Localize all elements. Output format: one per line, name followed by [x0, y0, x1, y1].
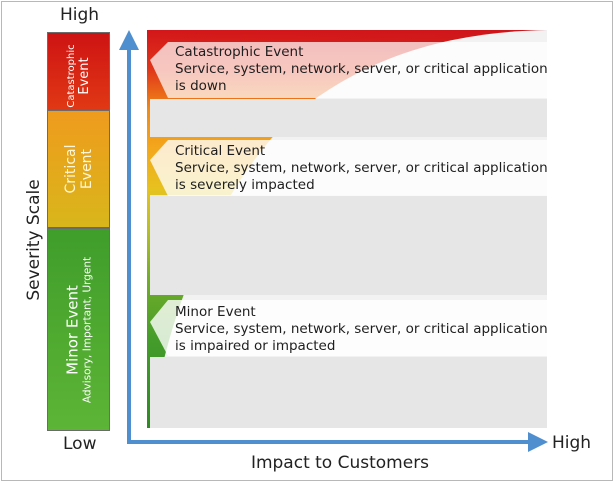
callout-critical — [150, 140, 547, 196]
x-axis-title: Impact to Customers — [250, 453, 430, 473]
callout-minor — [150, 300, 547, 356]
catastrophic-event-line2: is down — [175, 78, 227, 94]
band-2 — [150, 195, 547, 295]
catastrophic-event-title: Catastrophic Event — [175, 44, 304, 60]
critical-event-line1: Service, system, network, server, or cri… — [175, 160, 548, 176]
critical-event-line2: is severely impacted — [175, 177, 315, 193]
callout-catastrophic — [150, 42, 547, 98]
critical-event-description: Critical Event Service, system, network,… — [175, 143, 555, 194]
catastrophic-event-description: Catastrophic Event Service, system, netw… — [175, 44, 555, 95]
y-axis-low-label: Low — [63, 434, 97, 454]
minor-event-title: Minor Event — [175, 304, 256, 320]
x-axis-arrow — [127, 432, 548, 452]
catastrophic-event-line1: Service, system, network, server, or cri… — [175, 61, 548, 77]
y-axis-arrow — [119, 30, 139, 442]
y-axis-high-label: High — [60, 5, 100, 25]
severity-bar-minor: Minor Event Advisory, Important, Urgent — [47, 228, 110, 431]
minor-event-line1: Service, system, network, server, or cri… — [175, 321, 548, 337]
minor-event-description: Minor Event Service, system, network, se… — [175, 304, 555, 355]
minor-event-line2: is impaired or impacted — [175, 338, 336, 354]
severity-bar-catastrophic: Catastrophic Event — [47, 32, 110, 119]
severity-bar-critical: Critical Event — [47, 110, 110, 228]
x-axis-high-label: High — [552, 433, 592, 453]
band-3 — [150, 357, 547, 428]
critical-event-title: Critical Event — [175, 143, 266, 159]
band-1 — [150, 99, 547, 137]
